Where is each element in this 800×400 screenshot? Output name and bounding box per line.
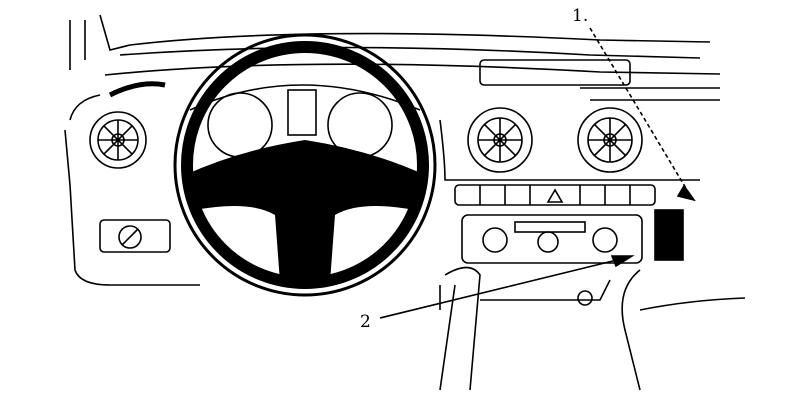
dash-outline [64, 94, 441, 310]
dash-top-lines [104, 32, 721, 76]
left-air-vent [89, 111, 147, 169]
climate-controls [461, 214, 643, 264]
light-switch [99, 219, 171, 253]
center-right-vent [577, 107, 643, 173]
callout-label-2: 2 [360, 312, 371, 332]
callout-label-1: 1. [572, 6, 589, 26]
hazard-button-row [454, 184, 656, 206]
callout-1-leader [589, 27, 691, 196]
dash-upper-lines [580, 87, 720, 101]
center-left-vent [467, 107, 533, 173]
steering-wheel [173, 33, 437, 297]
a-pillar-lines [69, 14, 131, 70]
callout-2-leader [379, 257, 626, 319]
hazard-icon [546, 188, 564, 203]
callout-1-arrowhead [676, 184, 696, 202]
center-console-outline [439, 119, 700, 181]
left-speaker-grille [108, 81, 166, 98]
center-display-slot [479, 59, 631, 86]
mount-bracket [654, 209, 684, 261]
callout-2-arrowhead [610, 255, 635, 268]
gear-console [439, 266, 746, 391]
